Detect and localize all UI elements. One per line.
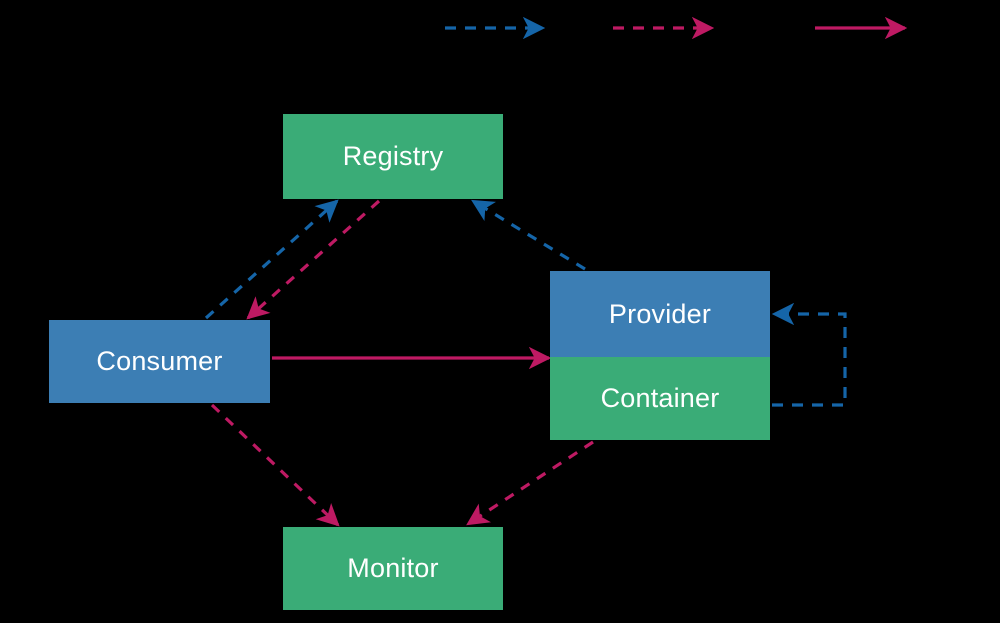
node-container-label: Container (600, 383, 720, 413)
edge-container-to-monitor (466, 440, 594, 526)
node-monitor-label: Monitor (347, 553, 439, 583)
node-container[interactable]: Container (550, 357, 770, 440)
node-provider[interactable]: Provider (550, 271, 770, 357)
edge-container-to-provider (771, 302, 847, 407)
edge-provider-to-registry (471, 199, 586, 271)
node-consumer-label: Consumer (96, 346, 223, 376)
node-monitor[interactable]: Monitor (283, 527, 503, 610)
edge-consumer-to-registry (204, 199, 339, 320)
node-consumer[interactable]: Consumer (49, 320, 270, 403)
node-provider-label: Provider (608, 298, 712, 329)
node-registry[interactable]: Registry (283, 114, 503, 199)
edge-registry-to-consumer (246, 199, 381, 320)
node-registry-label: Registry (342, 141, 444, 171)
edge-consumer-to-monitor (210, 403, 340, 527)
